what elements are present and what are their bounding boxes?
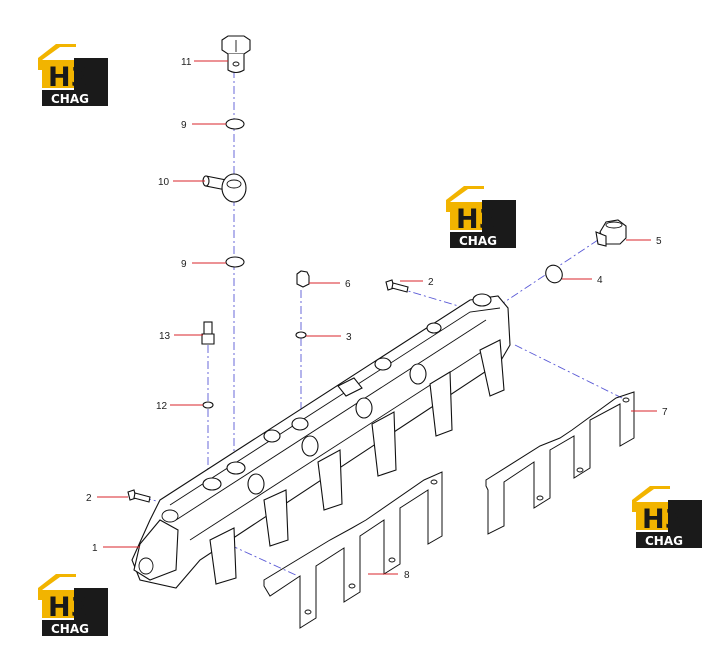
- callout-8: 8: [368, 570, 410, 581]
- callout-number: 13: [159, 331, 171, 342]
- brand-logo: H3 CHAG: [446, 186, 516, 248]
- callout-number: 11: [181, 57, 192, 68]
- callout-number: 1: [92, 543, 98, 554]
- callout-number: 2: [86, 493, 92, 504]
- callout-number: 6: [345, 279, 351, 290]
- callout-number: 5: [656, 236, 662, 247]
- callout-3: 3: [306, 332, 352, 343]
- gasket-part: [263, 471, 443, 629]
- screw-part: [385, 279, 409, 293]
- brand-logo: H3 CHAG: [38, 574, 108, 636]
- exhaust-manifold-part: [131, 293, 511, 589]
- hollow-bolt-part: [296, 270, 310, 288]
- screw-plug-part: [595, 219, 627, 247]
- callout-13: 13: [159, 331, 203, 342]
- callout-9: 9: [181, 259, 226, 270]
- logo-letters: H3: [48, 592, 89, 623]
- logo-brand: CHAG: [51, 92, 89, 106]
- logo-letters: H3: [642, 504, 683, 535]
- callout-10: 10: [158, 177, 205, 188]
- callout-9: 9: [181, 120, 226, 131]
- o-ring-part: [545, 264, 563, 284]
- callout-7: 7: [631, 407, 668, 418]
- callout-number: 9: [181, 120, 187, 131]
- bolt-part: [201, 321, 215, 345]
- logo-brand: CHAG: [459, 234, 497, 248]
- washer-part: [295, 331, 307, 339]
- banjo-bolt-part: [221, 35, 251, 74]
- logo-letters: H3: [48, 62, 89, 93]
- callout-6: 6: [309, 279, 351, 290]
- banjo-fitting-part: [202, 173, 247, 203]
- callout-5: 5: [626, 236, 662, 247]
- callout-number: 12: [156, 401, 168, 412]
- gasket-part: [485, 391, 635, 535]
- callout-number: 2: [428, 277, 434, 288]
- logo-letters: H3: [456, 204, 497, 235]
- callout-12: 12: [156, 401, 203, 412]
- callout-number: 9: [181, 259, 187, 270]
- callout-number: 4: [597, 275, 603, 286]
- sealing-washer-part: [225, 118, 245, 130]
- callout-11: 11: [181, 57, 228, 68]
- callout-4: 4: [562, 275, 603, 286]
- logo-brand: CHAG: [645, 534, 683, 548]
- washer-part: [202, 401, 214, 409]
- callout-2: 2: [86, 493, 128, 504]
- callout-2: 2: [400, 277, 434, 288]
- brand-logo: H3 CHAG: [38, 44, 108, 106]
- brand-logo: H3 CHAG: [632, 486, 702, 548]
- callout-1: 1: [92, 543, 140, 554]
- screw-part: [127, 489, 151, 503]
- callout-number: 8: [404, 570, 410, 581]
- callout-number: 7: [662, 407, 668, 418]
- callout-number: 3: [346, 332, 352, 343]
- callout-number: 10: [158, 177, 170, 188]
- sealing-washer-part: [225, 256, 245, 268]
- logo-brand: CHAG: [51, 622, 89, 636]
